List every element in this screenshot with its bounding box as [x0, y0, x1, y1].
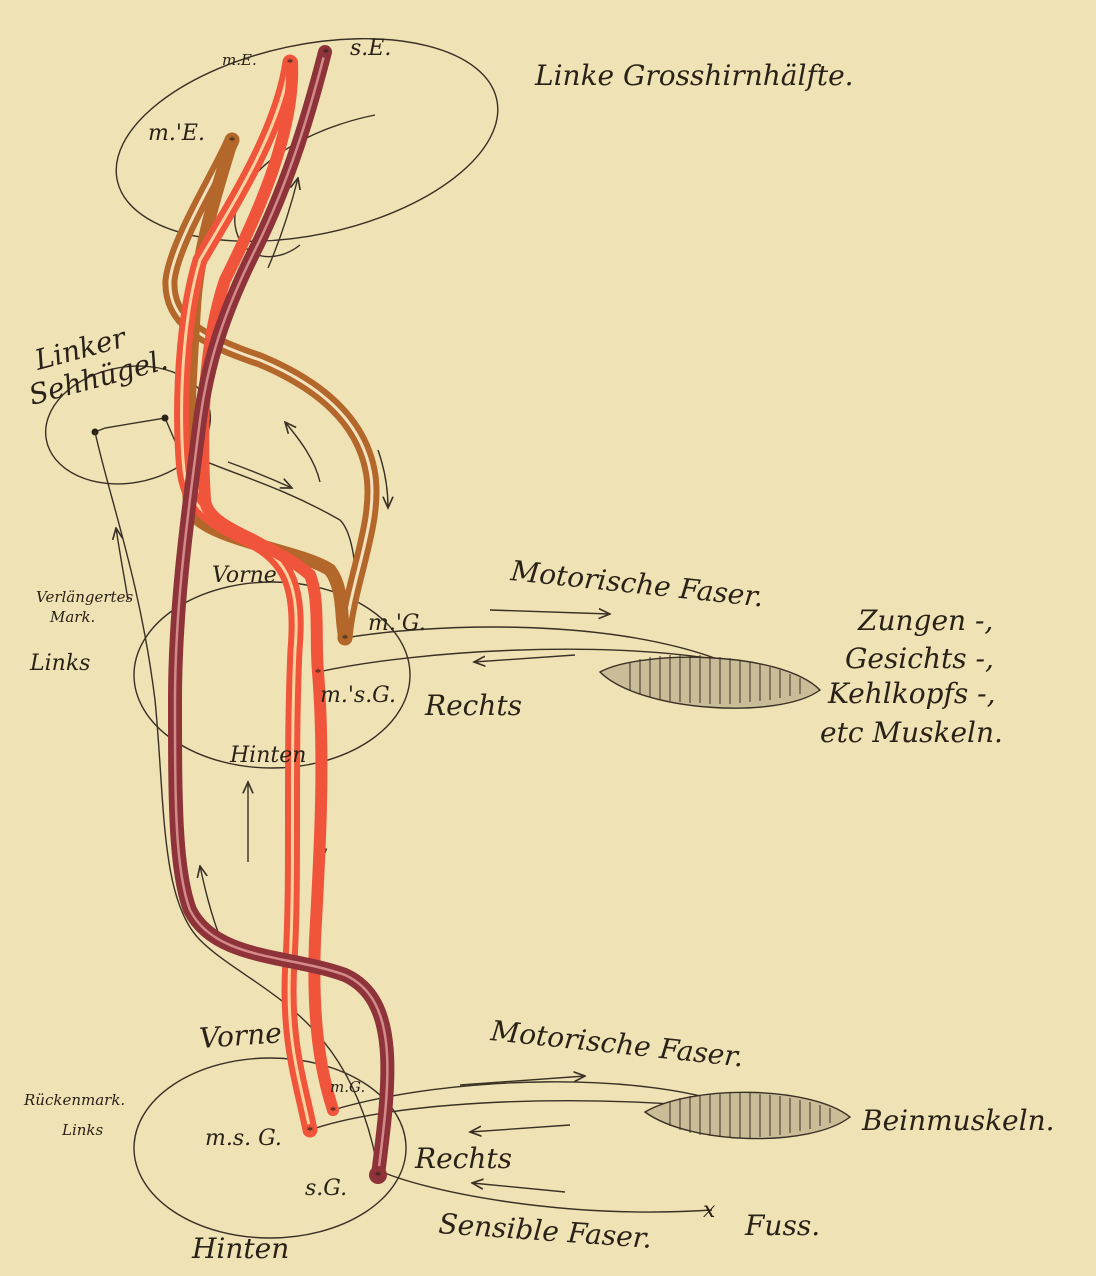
svg-text:*: *	[287, 55, 294, 70]
arrow-motor-lower	[460, 1076, 585, 1085]
sG-lower-label: s.G.	[305, 1176, 347, 1201]
foot-marker: x	[703, 1198, 716, 1223]
muscles-label-2: Gesichts -,	[845, 642, 994, 675]
m2E-label: m.'E.	[148, 121, 205, 146]
cortex-label: Linke Grosshirnhälfte.	[534, 59, 854, 92]
thalamus-connection	[95, 418, 178, 448]
medulla-label-1: Verlängertes	[36, 588, 133, 606]
mG-lower-label: m.G.	[330, 1078, 365, 1096]
thalamus-node-2	[162, 415, 169, 422]
arrow-up-thalamus	[285, 422, 320, 482]
hinten-lower-label: Hinten	[191, 1232, 289, 1265]
muscles-label-3: Kehlkopfs -,	[827, 677, 995, 710]
face-muscle-shape	[600, 655, 820, 708]
svg-text:*: *	[330, 1103, 337, 1118]
sE-label: s.E.	[350, 36, 391, 61]
hinten-upper-label: Hinten	[229, 743, 306, 768]
rechts-upper-label: Rechts	[424, 689, 522, 722]
mG-upper-label: m.'G.	[368, 611, 426, 636]
svg-text:*: *	[229, 133, 236, 148]
leg-muscles-label: Beinmuskeln.	[861, 1104, 1055, 1137]
vorne-upper-label: Vorne	[212, 563, 277, 588]
leg-muscle-shape	[645, 1092, 850, 1138]
svg-text:*: *	[342, 631, 349, 646]
arrow-thalamus-right	[228, 462, 292, 488]
motor-fiber-upper-label: Motorische Faser.	[508, 554, 765, 613]
arrow-sensory-upper	[474, 655, 575, 662]
rechts-lower-label: Rechts	[414, 1142, 512, 1175]
muscles-label-1: Zungen -,	[857, 604, 993, 637]
msG-upper-label: m.'s.G.	[320, 683, 396, 708]
motor-fiber-lower-label: Motorische Faser.	[488, 1014, 745, 1073]
svg-text:*: *	[307, 1123, 314, 1138]
spinal-label-2: Links	[61, 1121, 104, 1139]
lower-sensory-thin-fiber	[378, 1170, 712, 1212]
muscles-label-4: etc Muskeln.	[820, 716, 1003, 749]
msG-lower-label: m.s. G.	[205, 1126, 282, 1151]
links-upper-label: Links	[29, 651, 90, 676]
svg-text:*: *	[323, 45, 330, 60]
foot-label: Fuss.	[744, 1209, 820, 1242]
svg-text:*: *	[315, 665, 322, 680]
vorne-lower-label: Vorne	[198, 1016, 283, 1055]
medulla-label-2: Mark.	[49, 608, 95, 626]
arrow-down-right	[378, 450, 388, 508]
arrow-motor-upper	[490, 610, 610, 614]
spinal-label-1: Rückenmark.	[23, 1091, 125, 1109]
arrow-sensory-lower-2	[472, 1183, 565, 1192]
sensory-fiber-label: Sensible Faser.	[438, 1207, 654, 1255]
svg-text:*: *	[375, 1168, 382, 1183]
arrow-sensory-lower-1	[470, 1125, 570, 1132]
mE-label: m.E.	[222, 51, 257, 69]
